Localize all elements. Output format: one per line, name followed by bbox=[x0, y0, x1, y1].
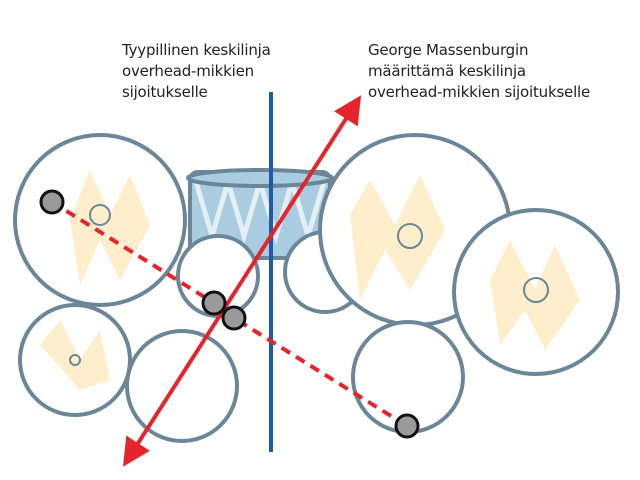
microphone-marker-icon bbox=[221, 305, 247, 331]
ride-cymbal bbox=[452, 208, 620, 376]
massenburg-centerline-arrow bbox=[122, 95, 362, 467]
massenburg-centerline-caption: George Massenburgin määrittämä keskilinj… bbox=[368, 41, 591, 101]
microphone-marker-icon bbox=[394, 413, 420, 439]
microphone-marker-icon bbox=[201, 290, 227, 316]
tom-bottom-left bbox=[125, 329, 239, 443]
hi-hat-cymbal bbox=[13, 133, 187, 307]
typical-centerline-caption: Tyypillinen keskilinja overhead-mikkien … bbox=[122, 41, 271, 101]
microphone-marker-icon bbox=[39, 189, 65, 215]
floor-tom-left bbox=[18, 303, 132, 417]
